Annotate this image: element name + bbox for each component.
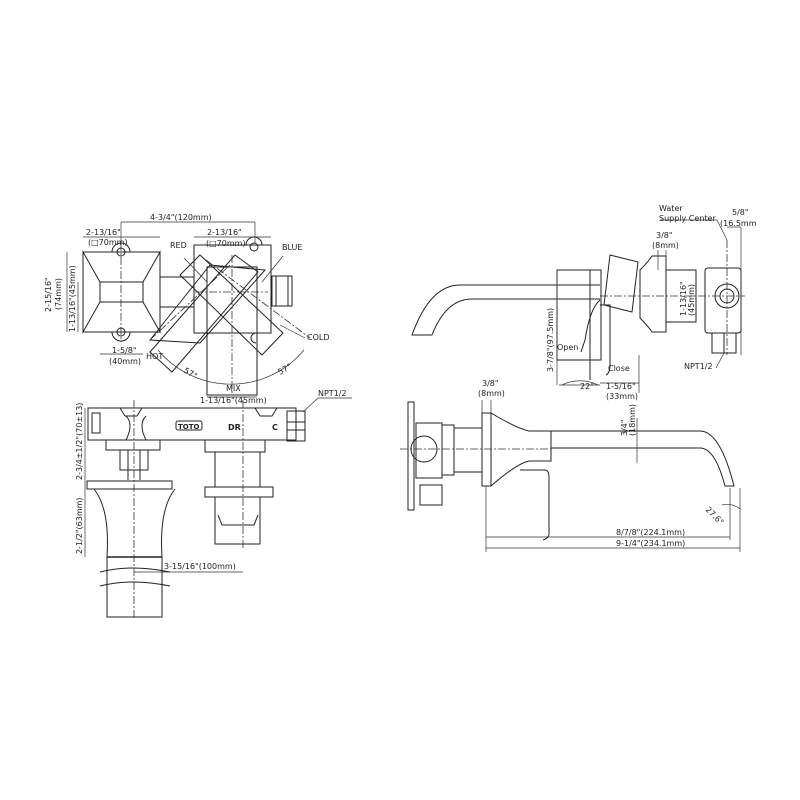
body-dia-label: 1-13/16" bbox=[679, 281, 688, 316]
height-trim-label: 2-1/2"(63mm) bbox=[75, 497, 84, 554]
side-view-dimensions bbox=[84, 397, 352, 573]
side-elevation-dimensions bbox=[556, 219, 742, 393]
front-view-plate bbox=[82, 236, 311, 396]
flange-thickness-label-2: 3/8" bbox=[482, 379, 499, 388]
flange-thickness-mm-label: (8mm) bbox=[652, 241, 679, 250]
height-body-label: 2-3/4±1/2"(70±13) bbox=[75, 403, 84, 480]
plate-left-width-mm-label: (□70mm) bbox=[88, 238, 128, 247]
width-bottom-label: 1-5/8" bbox=[112, 346, 137, 355]
overall-width-label: 4-3/4"(120mm) bbox=[150, 213, 212, 222]
close-label: Close bbox=[608, 364, 630, 373]
handle-height-label: 3-7/8"(97.5mm) bbox=[546, 308, 555, 372]
flange-thickness-label: 3/8" bbox=[656, 231, 673, 240]
handle-depth-mm-label: (33mm) bbox=[606, 392, 638, 401]
npt-label-left: NPT1/2 bbox=[318, 389, 347, 398]
c-label: C bbox=[272, 423, 278, 432]
top-view bbox=[400, 401, 735, 541]
plate-right-width-mm-label: (□70mm) bbox=[206, 239, 246, 248]
blue-label: BLUE bbox=[282, 243, 302, 252]
spout-thickness-mm-label: (18mm) bbox=[628, 404, 637, 436]
dr-label: DR bbox=[228, 423, 241, 432]
supply-offset-label: 5/8" bbox=[732, 208, 749, 217]
red-label: RED bbox=[170, 241, 187, 250]
height-overall-label: 2-15/16" bbox=[44, 277, 53, 312]
front-view-dimensions bbox=[66, 221, 306, 398]
height-inner-label: 1-13/16"(45mm) bbox=[68, 265, 77, 332]
top-view-dimensions bbox=[481, 400, 741, 552]
npt-label-right: NPT1/2 bbox=[684, 362, 713, 371]
angle-left-label: 57° bbox=[182, 366, 199, 381]
plate-right-width-label: 2-13/16" bbox=[207, 228, 242, 237]
width-bottom-mm-label: (40mm) bbox=[109, 357, 141, 366]
angle-right-label: 57° bbox=[277, 362, 294, 377]
angle-open-label: 22° bbox=[580, 382, 594, 391]
brand-mark: TOTO bbox=[178, 423, 200, 431]
hot-label: HOT bbox=[146, 352, 163, 361]
water-supply-label-2: Supply Center bbox=[659, 214, 716, 223]
reach-outer-label: 9-1/4"(234.1mm) bbox=[616, 539, 685, 548]
water-supply-label-1: Water bbox=[659, 204, 683, 213]
center-distance-label: 3-15/16"(100mm) bbox=[164, 562, 236, 571]
mix-label: MIX bbox=[226, 384, 241, 393]
reach-inner-label: 8/7/8"(224.1mm) bbox=[616, 528, 685, 537]
mix-width-label: 1-13/16"(45mm) bbox=[200, 396, 267, 405]
plate-left-width-label: 2-13/16" bbox=[86, 228, 121, 237]
spout-angle-label: 27.6° bbox=[704, 505, 726, 527]
cold-label: COLD bbox=[307, 333, 330, 342]
side-elevation bbox=[411, 240, 745, 380]
height-overall-mm-label: (74mm) bbox=[54, 278, 63, 310]
handle-depth-label: 1-5/16" bbox=[606, 382, 636, 391]
body-dia-mm-label: (45mm) bbox=[687, 284, 696, 316]
supply-offset-mm-label: (16.5mm bbox=[720, 219, 757, 228]
spout-thickness-label: 3/4" bbox=[620, 419, 629, 436]
open-label: Open bbox=[557, 343, 578, 352]
side-view-valve: TOTO bbox=[86, 400, 306, 620]
flange-thickness-mm-label-2: (8mm) bbox=[478, 389, 505, 398]
